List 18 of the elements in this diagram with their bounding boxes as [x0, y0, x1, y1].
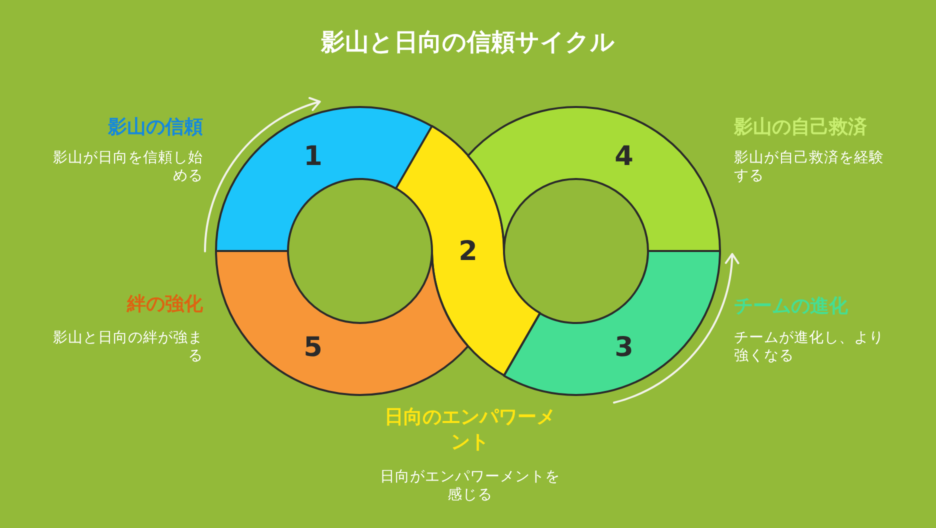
- step-number: 3: [614, 333, 634, 363]
- step-description: 影山が自己救済を経験する: [734, 149, 885, 185]
- step-title: チームの進化: [734, 294, 848, 318]
- step-title: 絆の強化: [127, 292, 203, 316]
- step-title: 日向のエンパワーメント: [384, 405, 556, 455]
- ring-segment: [503, 250, 721, 396]
- step-number: 1: [304, 142, 322, 172]
- step-number: 2: [458, 236, 478, 267]
- step-description: 影山が日向を信頼し始める: [52, 149, 203, 185]
- step-number: 4: [614, 142, 634, 172]
- step-description: 影山と日向の絆が強まる: [52, 329, 203, 365]
- ring-segment: [215, 106, 433, 252]
- step-description: 日向がエンパワーメントを感じる: [379, 468, 561, 504]
- step-number: 5: [304, 333, 322, 363]
- diagram-title: 影山と日向の信頼サイクル: [321, 27, 615, 58]
- ring-segment: [395, 125, 541, 377]
- step-title: 影山の信頼: [108, 115, 203, 139]
- step-description: チームが進化し、より強くなる: [734, 329, 885, 365]
